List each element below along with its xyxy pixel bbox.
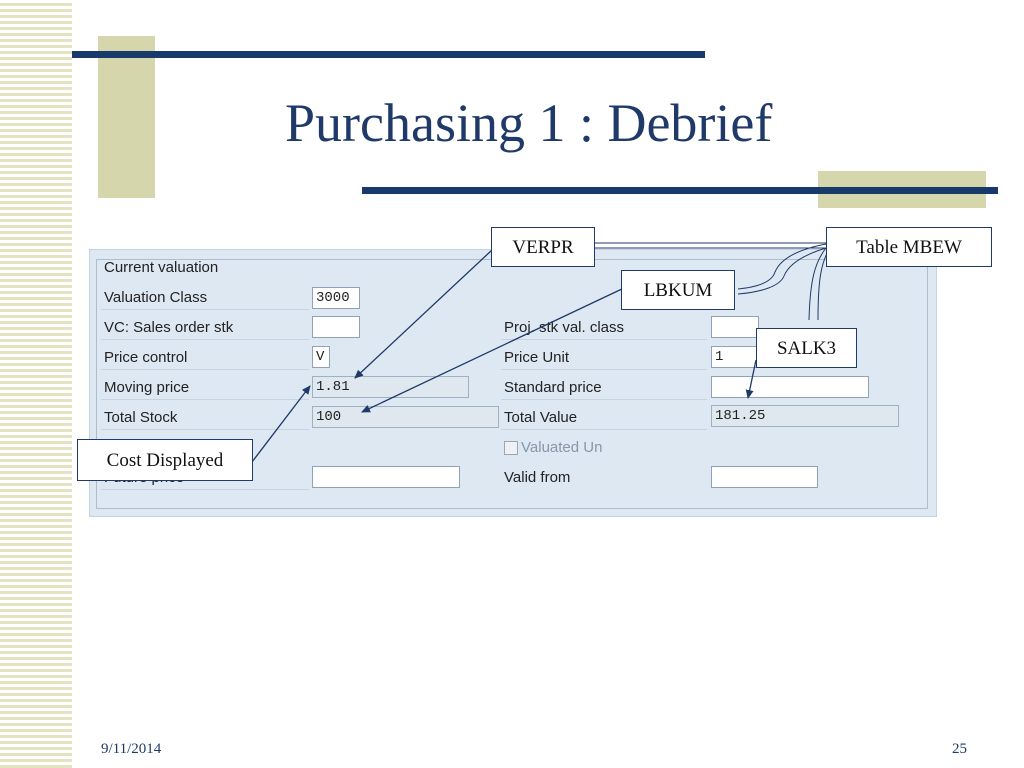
bottom-rule xyxy=(362,187,998,194)
valid-from-field[interactable] xyxy=(711,466,818,488)
total-value-field[interactable]: 181.25 xyxy=(711,405,899,427)
label-valuation-class: Valuation Class xyxy=(101,286,309,310)
decorative-stripe xyxy=(0,0,72,768)
price-control-field[interactable]: V xyxy=(312,346,330,368)
callout-verpr: VERPR xyxy=(491,227,595,267)
cost-displayed-arrow xyxy=(251,385,311,463)
moving-price-field[interactable]: 1.81 xyxy=(312,376,469,398)
label-price-control: Price control xyxy=(101,346,309,370)
panel-title: Current valuation xyxy=(104,259,219,276)
label-valid-from: Valid from xyxy=(504,469,571,486)
accent-block-top xyxy=(98,36,155,198)
valuated-un-checkbox[interactable] xyxy=(504,441,518,455)
label-proj-stk-val-class: Proj. stk val. class xyxy=(501,316,707,340)
footer-date: 9/11/2014 xyxy=(101,741,162,757)
callout-table-mbew: Table MBEW xyxy=(826,227,992,267)
callout-salk3: SALK3 xyxy=(756,328,857,368)
proj-stk-val-class-field[interactable] xyxy=(711,316,759,338)
label-price-unit: Price Unit xyxy=(501,346,707,370)
valuation-class-field[interactable]: 3000 xyxy=(312,287,360,309)
page-number: 25 xyxy=(952,741,967,757)
vc-sales-order-stk-field[interactable] xyxy=(312,316,360,338)
salk3-arrow xyxy=(745,359,757,399)
verpr-arrow xyxy=(354,249,493,379)
label-valuated-un: Valuated Un xyxy=(521,439,603,456)
label-total-stock: Total Stock xyxy=(101,406,309,430)
mbew-salk3-connector-a xyxy=(808,247,827,321)
slide-title: Purchasing 1 : Debrief xyxy=(285,93,773,153)
future-price-field[interactable] xyxy=(312,466,460,488)
top-rule xyxy=(72,51,705,58)
callout-cost-displayed: Cost Displayed xyxy=(77,439,253,481)
label-vc-sales-order-stk: VC: Sales order stk xyxy=(101,316,309,340)
callout-lbkum: LBKUM xyxy=(621,270,735,310)
label-standard-price: Standard price xyxy=(501,376,707,400)
lbkum-arrow xyxy=(361,287,625,413)
total-stock-field[interactable]: 100 xyxy=(312,406,499,428)
label-moving-price: Moving price xyxy=(101,376,309,400)
mbew-lbkum-connector-a xyxy=(737,243,827,290)
mbew-lbkum-connector-b xyxy=(737,247,827,295)
label-total-value: Total Value xyxy=(501,406,707,430)
verpr-mbew-connector xyxy=(595,242,828,249)
